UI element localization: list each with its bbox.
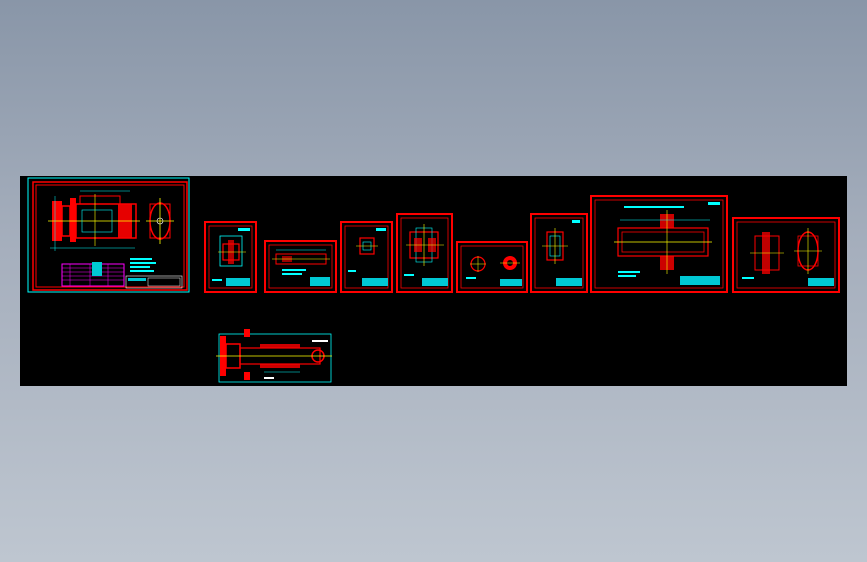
sheet-border	[732, 217, 840, 293]
sheet-inner-border	[268, 244, 333, 289]
sheet-inner-border	[344, 225, 389, 289]
drawing-frame	[218, 333, 332, 383]
sheet-border	[204, 221, 257, 293]
sheet-inner-border	[35, 184, 185, 288]
part-sheet-1[interactable]	[204, 221, 257, 293]
sheet-outer-frame	[27, 177, 190, 293]
loose-drawing[interactable]	[216, 329, 332, 383]
assembly-main-view[interactable]	[48, 190, 140, 251]
sheet-border	[396, 213, 453, 293]
cad-model-space[interactable]	[20, 176, 847, 386]
sheet-inner-border	[208, 225, 253, 289]
part-sheet-3[interactable]	[340, 221, 393, 293]
assembly-sheet[interactable]	[27, 177, 190, 293]
assembly-notes	[130, 258, 156, 272]
sheet-inner-border	[736, 221, 836, 289]
part-sheet-5[interactable]	[456, 241, 528, 293]
part-sheet-4[interactable]	[396, 213, 453, 293]
sheet-inner-border	[534, 217, 584, 289]
bill-of-materials-table	[61, 262, 125, 287]
part-sheet-2[interactable]	[264, 240, 337, 293]
assembly-title-block	[125, 275, 183, 289]
sheet-border	[32, 181, 188, 291]
sheet-border	[456, 241, 528, 293]
sheet-border	[340, 221, 393, 293]
cad-drawing-canvas[interactable]	[20, 176, 847, 386]
sheet-border	[530, 213, 588, 293]
sheet-inner-border	[594, 199, 724, 289]
part-sheet-7[interactable]	[590, 195, 728, 293]
part-sheet-6[interactable]	[530, 213, 588, 293]
part-sheet-8[interactable]	[732, 217, 840, 293]
sheet-inner-border	[460, 245, 524, 289]
sheet-border	[590, 195, 728, 293]
assembly-side-view[interactable]	[146, 198, 174, 244]
sheet-inner-border	[400, 217, 449, 289]
sheet-border	[264, 240, 337, 293]
